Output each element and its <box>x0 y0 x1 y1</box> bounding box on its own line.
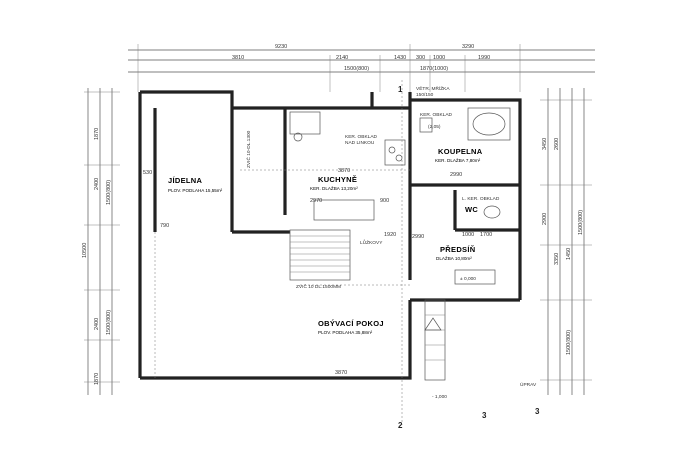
room-koupelna-sub: KER. DLAŽBA 7,80m² <box>435 156 481 163</box>
dim-1920: 1920 <box>384 232 396 238</box>
label-upravy: ÚPRAV <box>520 381 537 388</box>
section-mark-top: 1 <box>398 85 403 94</box>
room-obyvaci-sub: PLOV. PODLAHA 35,88m² <box>318 330 373 335</box>
dim-900: 900 <box>380 198 389 204</box>
dim-right-c: 2900 <box>542 213 548 225</box>
section-marks: 1 2 3 3 <box>398 80 540 430</box>
label-level-zero: ± 0,000 <box>460 276 476 282</box>
dim-left-c: 2400 <box>94 318 100 330</box>
dim-top-total: 9230 <box>275 44 287 50</box>
left-dimension-chain: 10500 1870 2400 2400 1870 1500(800) 1500… <box>82 88 120 395</box>
right-dimension-chain: 3450 2600 2900 3350 1450 1500(800) 1500(… <box>540 88 592 395</box>
dim-left-f: 1500(800) <box>106 310 112 335</box>
dim-top-h: 1870(1000) <box>420 66 448 72</box>
dim-right-a: 3450 <box>542 138 548 150</box>
dim-top-d: 1000 <box>433 55 445 61</box>
dim-top-g: 1500(800) <box>344 66 369 72</box>
dim-hall-w2: 1700 <box>480 232 492 238</box>
label-stair-note: ZVIČ 10 DL.1500MM <box>296 283 341 290</box>
dim-top-b: 1430 <box>394 55 406 61</box>
dim-790: 790 <box>160 223 169 229</box>
label-bath-height: (2,05) <box>428 124 441 130</box>
dim-right-g: 1500(800) <box>566 330 572 355</box>
annotation-labels: KER. OBKLAD NAD LINKOU KER. OBKLAD (2,05… <box>245 84 537 400</box>
label-stair-note2: ZVIČ 10-DL.1300 <box>245 130 252 168</box>
walls <box>138 90 522 380</box>
room-jidelna-sub: PLOV. PODLAHA 15,55m² <box>168 188 223 193</box>
label-vetr-size: 150/150 <box>416 92 434 98</box>
room-predsin-name: PŘEDSÍŇ <box>440 245 475 254</box>
dim-living-w: 3870 <box>335 370 347 376</box>
dim-right-f: 1500(800) <box>578 210 584 235</box>
dim-kitchen-w2: 2970 <box>310 198 322 204</box>
dim-top-c: 300 <box>416 55 425 61</box>
dim-left-e: 1500(800) <box>106 180 112 205</box>
dim-right-e: 1450 <box>566 248 572 260</box>
dim-left-d: 1870 <box>94 373 100 385</box>
room-obyvaci-name: OBÝVACÍ POKOJ <box>318 319 384 328</box>
section-mark-bottom: 2 <box>398 421 403 430</box>
dim-left-total: 10500 <box>82 243 88 258</box>
dim-right-d: 3350 <box>554 253 560 265</box>
dim-530: 530 <box>143 170 152 176</box>
dim-top-e: 1990 <box>478 55 490 61</box>
room-wc-name: WC <box>465 205 478 214</box>
dim-top-right: 3290 <box>462 44 474 50</box>
interior-dimensions: 3870 2970 2990 2990 1700 1000 900 790 53… <box>143 168 492 376</box>
room-jidelna-name: JÍDELNA <box>168 176 202 185</box>
dim-left-b: 2400 <box>94 178 100 190</box>
section-mark-r2: 3 <box>482 411 487 420</box>
room-kuchyne-sub: KER. DLAŽBA 13,20m² <box>310 184 358 191</box>
dim-top-f: 3810 <box>232 55 244 61</box>
room-predsin-sub: DLAŽBA 10,80m² <box>436 254 472 261</box>
section-mark-right: 3 <box>535 407 540 416</box>
label-nad-linkou: NAD LINKOU <box>345 140 375 146</box>
label-rail: LŮŽKOVY <box>360 238 383 246</box>
dim-right-b: 2600 <box>554 138 560 150</box>
label-vetr-mrizka: VĚTR. MŘÍŽKA <box>416 84 450 92</box>
room-koupelna-name: KOUPELNA <box>438 147 483 156</box>
label-ker-obklad-wc: L. KER. OBKLAD <box>462 196 500 202</box>
label-ker-obklad-bath: KER. OBKLAD <box>420 112 453 118</box>
dim-kitchen-w: 3870 <box>338 168 350 174</box>
dim-top-a: 2140 <box>336 55 348 61</box>
dim-hall-w: 2990 <box>412 234 424 240</box>
dim-bath-w: 2990 <box>450 172 462 178</box>
dim-wc-w: 1000 <box>462 232 474 238</box>
room-kuchyne-name: KUCHYNĚ <box>318 175 357 184</box>
top-dimension-chain: 9230 3290 2140 1430 300 1000 1990 3810 1… <box>128 44 595 92</box>
interior-details <box>154 107 511 381</box>
label-level-minus: - 1,000 <box>432 394 447 400</box>
dim-left-a: 1870 <box>94 128 100 140</box>
room-labels: JÍDELNA PLOV. PODLAHA 15,55m² KUCHYNĚ KE… <box>168 147 483 335</box>
label-ker-obklad-kitchen: KER. OBKLAD <box>345 134 378 140</box>
staircase <box>289 229 351 281</box>
